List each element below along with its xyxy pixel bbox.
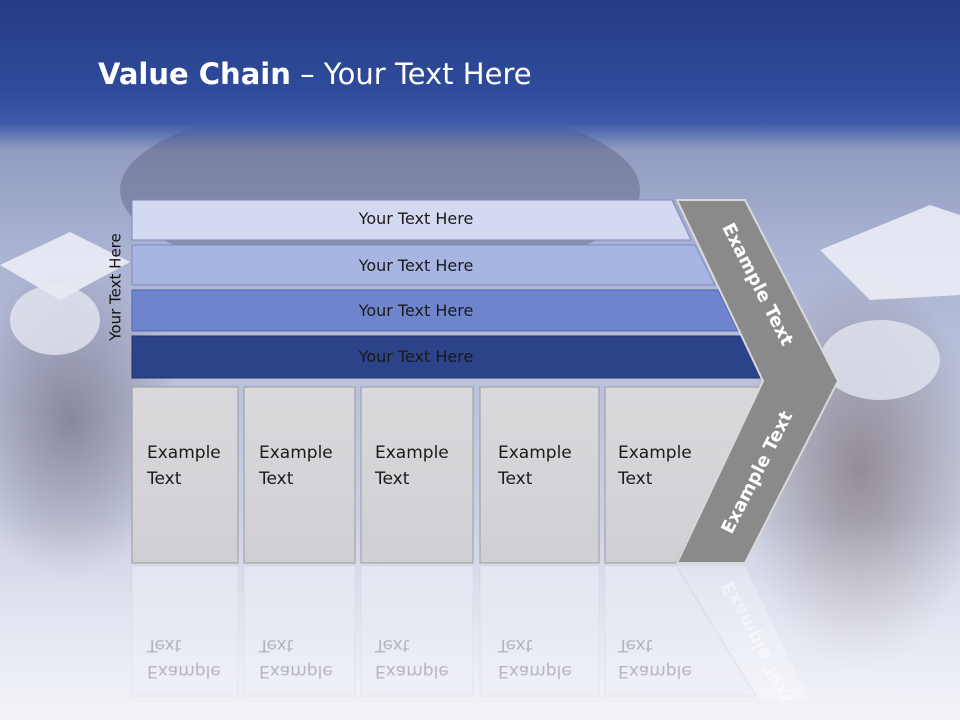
activity-box-5-reflection: Example Text xyxy=(618,632,718,684)
title-bold-part: Value Chain xyxy=(98,57,291,91)
activity-box-3-reflection: Example Text xyxy=(375,632,475,684)
activity-box-1-reflection: Example Text xyxy=(147,632,247,684)
activity-box-2-reflection: Example Text xyxy=(259,632,359,684)
activity-box-4-reflection-line2: Text xyxy=(498,635,533,655)
activity-box-1-label: Example Text xyxy=(147,440,247,492)
activity-box-3-line2: Text xyxy=(375,469,410,489)
activity-box-5-line1: Example xyxy=(618,443,692,463)
row-label-2: Your Text Here xyxy=(358,256,474,275)
activity-box-5-label: Example Text xyxy=(618,440,718,492)
activity-box-2-line1: Example xyxy=(259,443,333,463)
activity-box-1-reflection-line1: Example xyxy=(147,661,221,681)
activity-box-4 xyxy=(479,386,600,564)
activity-box-3-reflection-line1: Example xyxy=(375,661,449,681)
chevron-reflection xyxy=(677,566,810,700)
row-label-4: Your Text Here xyxy=(358,347,474,366)
activity-box-3 xyxy=(360,386,474,564)
activity-box-4-label: Example Text xyxy=(498,440,598,492)
activity-box-5-reflection-line1: Example xyxy=(618,661,692,681)
chevron-arrow xyxy=(675,199,840,564)
activity-box-2-line2: Text xyxy=(259,469,294,489)
activity-box-2 xyxy=(243,386,356,564)
activity-box-4-line1: Example xyxy=(498,443,572,463)
activity-box-3-line1: Example xyxy=(375,443,449,463)
row-label-1: Your Text Here xyxy=(358,209,474,228)
activity-box-3-reflection-line2: Text xyxy=(375,635,410,655)
activity-box-1 xyxy=(131,386,239,564)
header-band xyxy=(0,0,960,150)
activity-box-1-line2: Text xyxy=(147,469,182,489)
activity-box-2-reflection-line2: Text xyxy=(259,635,294,655)
row-bar-1 xyxy=(131,199,692,241)
activity-box-4-reflection: Example Text xyxy=(498,632,598,684)
activity-box-5-reflection-line2: Text xyxy=(618,635,653,655)
row-label-3: Your Text Here xyxy=(358,301,474,320)
reflection-group xyxy=(131,565,757,697)
row-bar-2 xyxy=(131,244,716,286)
activity-box-4-reflection-line1: Example xyxy=(498,661,572,681)
activity-box-2-reflection-line1: Example xyxy=(259,661,333,681)
row-bar-3 xyxy=(131,289,739,332)
activity-box-1-reflection-line2: Text xyxy=(147,635,182,655)
activity-box-4-line2: Text xyxy=(498,469,533,489)
activity-box-5-line2: Text xyxy=(618,469,653,489)
activity-box-3-label: Example Text xyxy=(375,440,475,492)
activity-box-1-line1: Example xyxy=(147,443,221,463)
slide-title: Value Chain – Your Text Here xyxy=(98,54,532,94)
title-rest-part: – Your Text Here xyxy=(290,57,532,91)
activity-box-2-label: Example Text xyxy=(259,440,359,492)
